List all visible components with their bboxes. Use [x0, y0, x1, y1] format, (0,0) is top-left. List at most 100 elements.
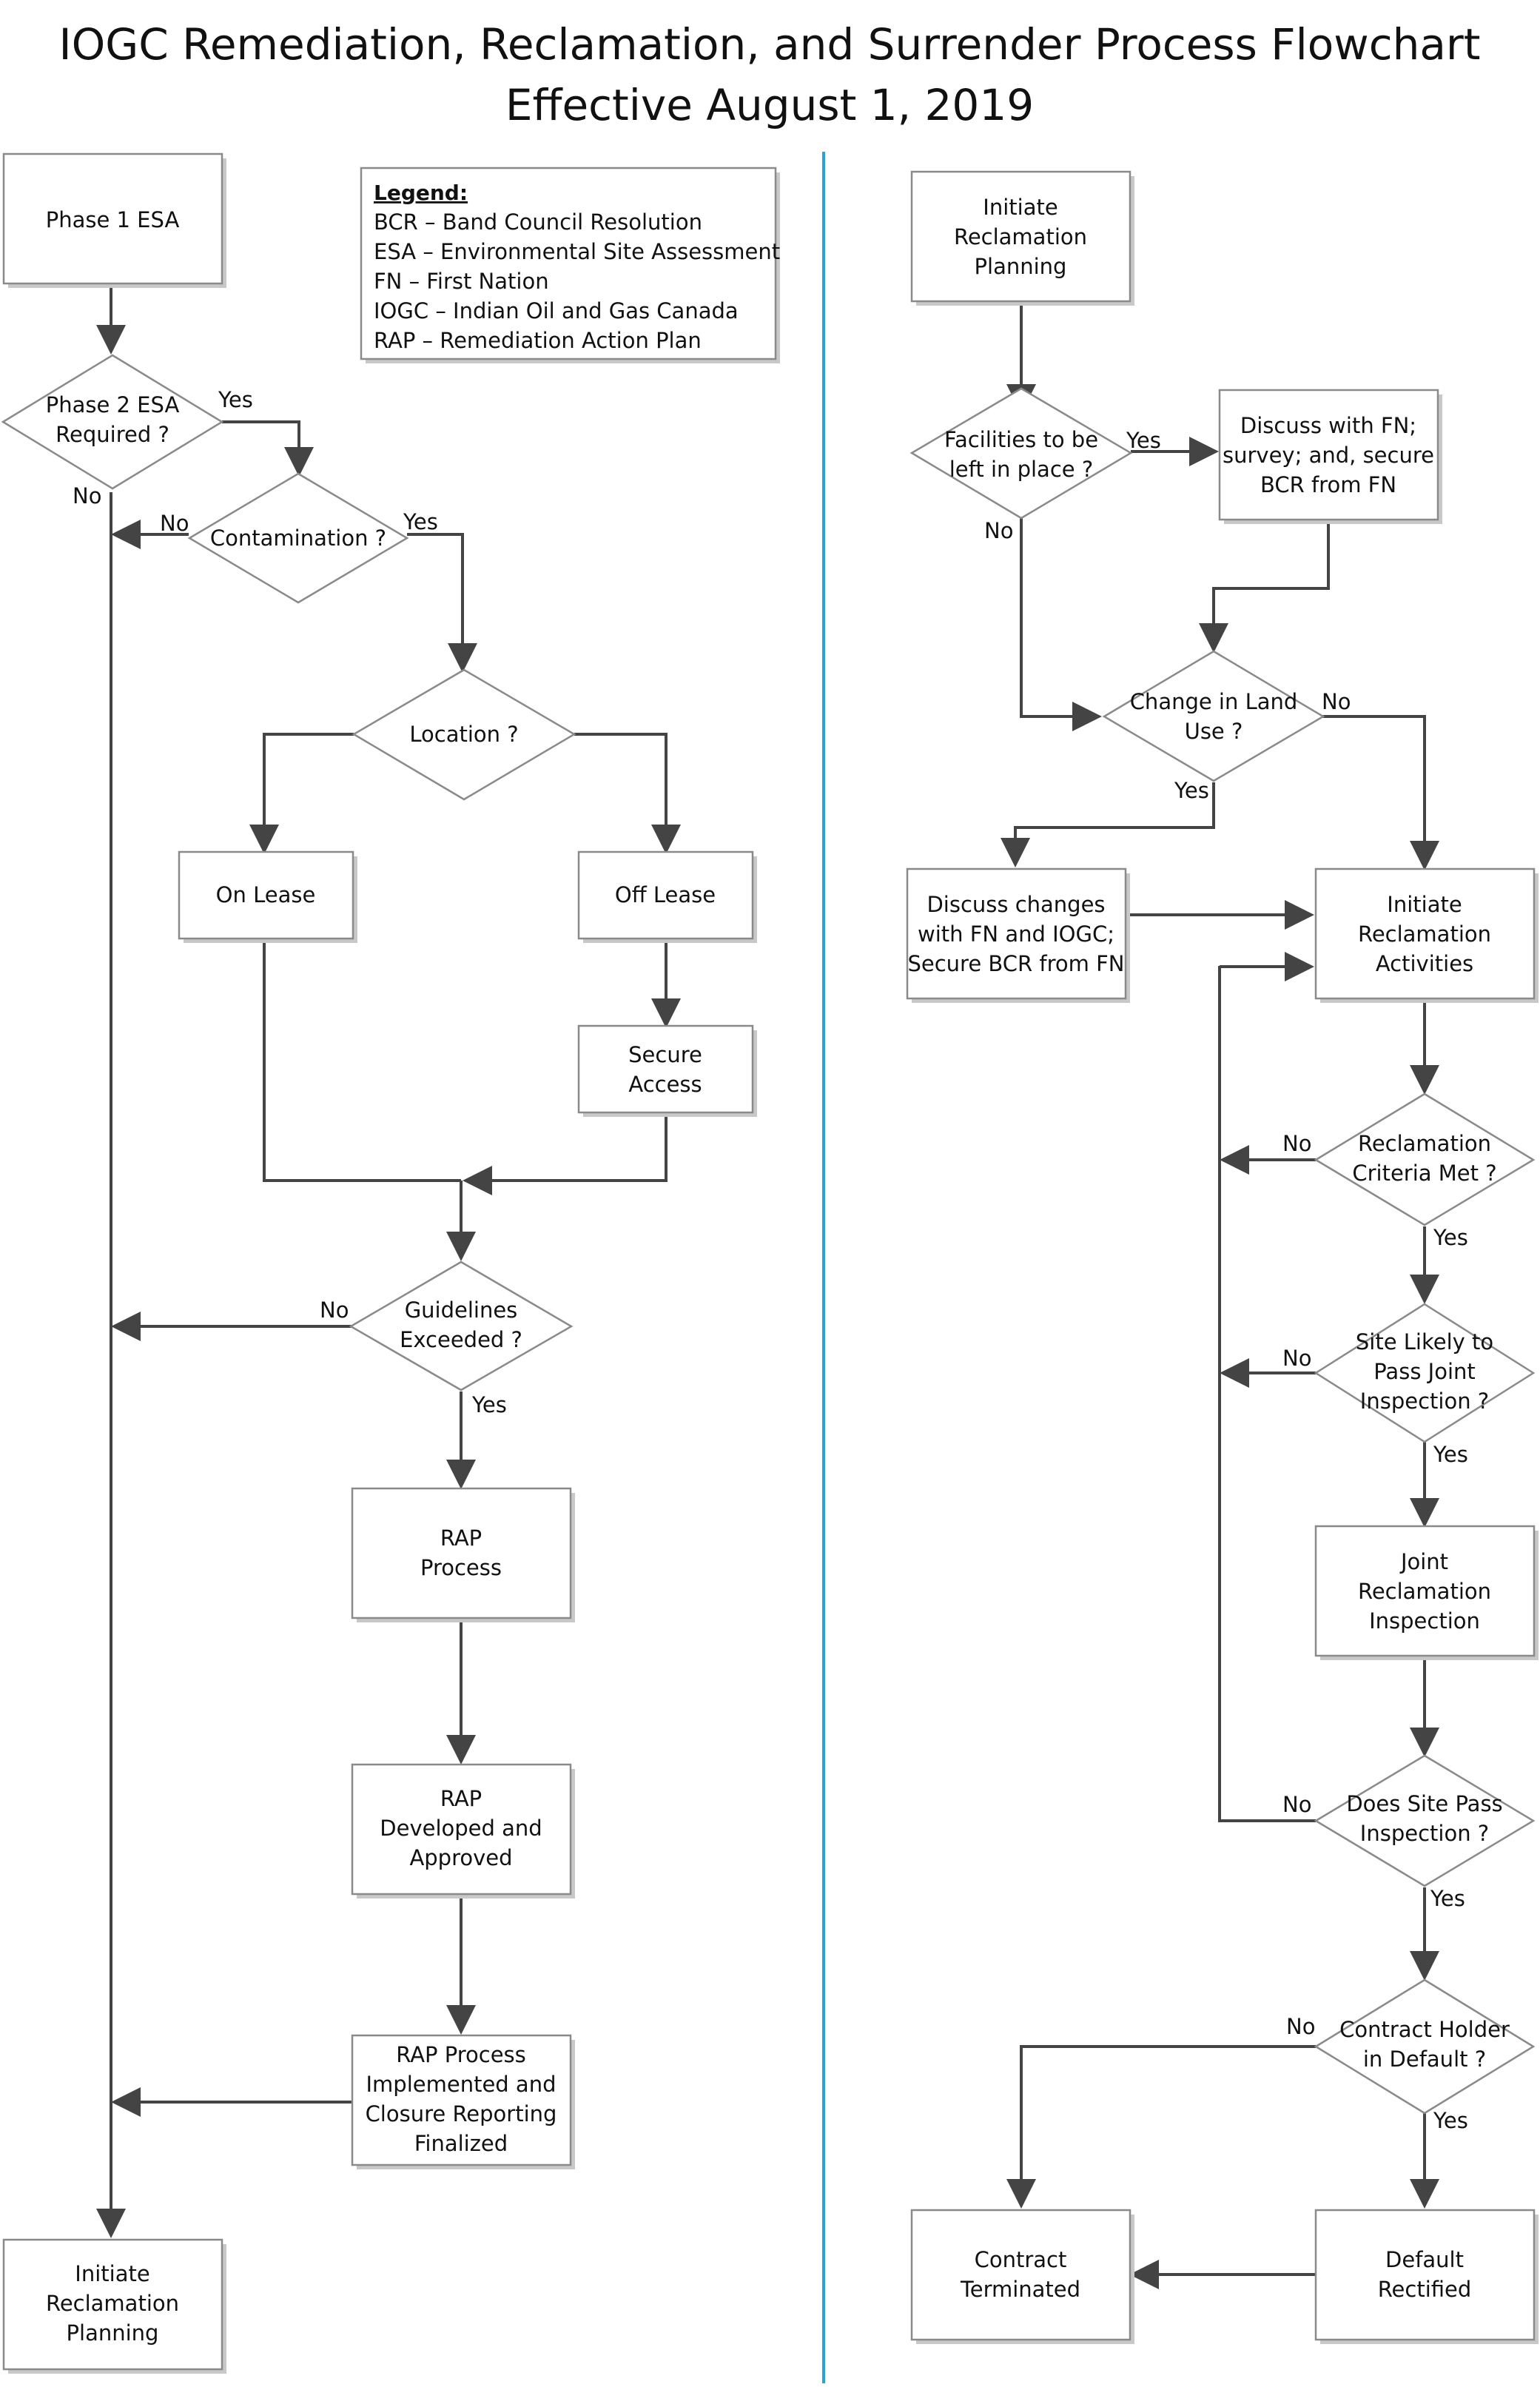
discuss-changes-line1: Discuss changes	[927, 892, 1105, 917]
rap-process-box: RAP Process	[351, 1487, 575, 1622]
edge-label-yes: Yes	[218, 387, 253, 412]
criteria-met-decision: Reclamation Criteria Met ?	[1314, 1092, 1536, 1226]
edge-label-no: No	[1322, 689, 1351, 714]
phase2-label-line1: Phase 2 ESA	[46, 392, 180, 417]
guidelines-label-line1: Guidelines	[405, 1297, 518, 1323]
edge-label-yes: Yes	[1126, 428, 1161, 453]
right-initiate-planning-line1: Initiate	[983, 195, 1058, 220]
rap-implemented-line4: Finalized	[414, 2131, 508, 2156]
edge-label-no: No	[1282, 1792, 1311, 1817]
edge-label-yes: Yes	[471, 1392, 507, 1417]
edge-label-yes: Yes	[403, 509, 438, 534]
default-rectified-line1: Default	[1385, 2247, 1464, 2272]
edge-label-no: No	[984, 518, 1013, 543]
legend-item-fn: FN – First Nation	[374, 269, 549, 294]
rap-implemented-box: RAP Process Implemented and Closure Repo…	[351, 2034, 575, 2169]
initiate-activities-line2: Reclamation	[1358, 921, 1491, 947]
guidelines-label-line2: Exceeded ?	[400, 1327, 522, 1352]
edge-labels-left: Yes No No Yes No Yes	[73, 387, 507, 1417]
page-title-line2: Effective August 1, 2019	[505, 80, 1034, 130]
joint-inspection-line1: Joint	[1399, 1549, 1448, 1574]
edge-label-yes: Yes	[1174, 778, 1209, 803]
phase2-required-decision: Phase 2 ESA Required ?	[1, 354, 224, 490]
on-lease-label: On Lease	[216, 882, 316, 907]
discuss-fn-box: Discuss with FN; survey; and, secure BCR…	[1218, 389, 1442, 524]
likely-pass-line3: Inspection ?	[1360, 1389, 1489, 1414]
initiate-activities-line3: Activities	[1376, 951, 1473, 976]
rap-developed-line3: Approved	[409, 1845, 512, 1870]
rap-implemented-line1: RAP Process	[396, 2042, 526, 2067]
land-use-decision: Change in Land Use ?	[1102, 650, 1325, 782]
discuss-changes-line3: Secure BCR from FN	[907, 951, 1124, 976]
edge-labels-right: Yes No No Yes No Yes No Yes No Yes No Ye…	[984, 428, 1468, 2133]
phase1-esa-label: Phase 1 ESA	[46, 207, 180, 232]
criteria-met-line2: Criteria Met ?	[1352, 1161, 1496, 1186]
rap-developed-line2: Developed and	[380, 1816, 542, 1841]
edge-label-no: No	[1286, 2014, 1315, 2039]
secure-access-line1: Secure	[628, 1042, 702, 1067]
default-rectified-box: Default Rectified	[1314, 2209, 1539, 2344]
left-initiate-planning-box: Initiate Reclamation Planning	[2, 2238, 226, 2374]
discuss-fn-line1: Discuss with FN;	[1240, 413, 1416, 438]
edge-label-no: No	[73, 483, 101, 508]
likely-pass-decision: Site Likely to Pass Joint Inspection ?	[1314, 1303, 1536, 1443]
initiate-activities-box: Initiate Reclamation Activities	[1314, 867, 1539, 1003]
site-pass-line1: Does Site Pass	[1346, 1791, 1502, 1816]
edge-label-yes: Yes	[1430, 1886, 1465, 1911]
joint-inspection-line2: Reclamation	[1358, 1579, 1491, 1604]
legend-heading: Legend:	[374, 181, 468, 205]
contract-terminated-box: Contract Terminated	[910, 2209, 1134, 2344]
discuss-fn-line3: BCR from FN	[1260, 472, 1396, 497]
rap-implemented-line2: Implemented and	[366, 2072, 557, 2097]
secure-access-line2: Access	[628, 1072, 702, 1097]
rap-process-line2: Process	[420, 1555, 502, 1580]
location-decision: Location ?	[352, 668, 576, 801]
initiate-activities-line1: Initiate	[1387, 892, 1462, 917]
discuss-fn-line2: survey; and, secure	[1223, 443, 1434, 468]
connectors-right	[1001, 302, 1439, 2289]
off-lease-label: Off Lease	[615, 882, 716, 907]
contract-terminated-line1: Contract	[975, 2247, 1067, 2272]
legend: Legend: BCR – Band Council Resolution ES…	[360, 167, 780, 363]
default-line2: in Default ?	[1363, 2047, 1486, 2072]
location-label: Location ?	[409, 722, 518, 747]
likely-pass-line2: Pass Joint	[1373, 1359, 1476, 1384]
joint-inspection-line3: Inspection	[1369, 1608, 1480, 1634]
edge-label-no: No	[160, 511, 189, 536]
legend-item-esa: ESA – Environmental Site Assessment	[374, 239, 780, 264]
default-decision: Contract Holder in Default ?	[1314, 1978, 1536, 2115]
discuss-changes-line2: with FN and IOGC;	[918, 921, 1114, 947]
edge-label-no: No	[320, 1297, 349, 1323]
facilities-label-line1: Facilities to be	[944, 427, 1098, 452]
on-lease-box: On Lease	[178, 850, 357, 943]
criteria-met-line1: Reclamation	[1358, 1131, 1491, 1156]
legend-item-iogc: IOGC – Indian Oil and Gas Canada	[374, 298, 739, 323]
right-initiate-planning-box: Initiate Reclamation Planning	[910, 170, 1134, 306]
left-initiate-planning-line2: Reclamation	[46, 2291, 179, 2316]
contamination-decision: Contamination ?	[187, 472, 409, 604]
phase1-esa-box: Phase 1 ESA	[2, 152, 226, 288]
secure-access-box: Secure Access	[577, 1024, 757, 1117]
right-initiate-planning-line2: Reclamation	[954, 224, 1087, 249]
joint-inspection-box: Joint Reclamation Inspection	[1314, 1525, 1539, 1660]
likely-pass-line1: Site Likely to	[1356, 1329, 1493, 1354]
default-line1: Contract Holder	[1339, 2017, 1510, 2042]
contract-terminated-line2: Terminated	[960, 2277, 1080, 2302]
edge-label-yes: Yes	[1433, 1442, 1468, 1467]
page-title-line1: IOGC Remediation, Reclamation, and Surre…	[59, 19, 1481, 70]
legend-box	[360, 167, 777, 360]
facilities-left-decision: Facilities to be left in place ?	[909, 387, 1133, 520]
legend-item-bcr: BCR – Band Council Resolution	[374, 209, 702, 235]
phase2-label-line2: Required ?	[56, 422, 169, 447]
off-lease-box: Off Lease	[577, 850, 757, 943]
left-initiate-planning-line3: Planning	[67, 2320, 159, 2346]
land-use-line2: Use ?	[1185, 719, 1243, 744]
site-pass-decision: Does Site Pass Inspection ?	[1314, 1754, 1536, 1887]
contamination-label: Contamination ?	[210, 526, 386, 551]
legend-item-rap: RAP – Remediation Action Plan	[374, 328, 702, 353]
edge-label-yes: Yes	[1433, 1225, 1468, 1250]
land-use-line1: Change in Land	[1130, 689, 1298, 714]
edge-label-no: No	[1282, 1346, 1311, 1371]
discuss-changes-box: Discuss changes with FN and IOGC; Secure…	[906, 867, 1130, 1003]
